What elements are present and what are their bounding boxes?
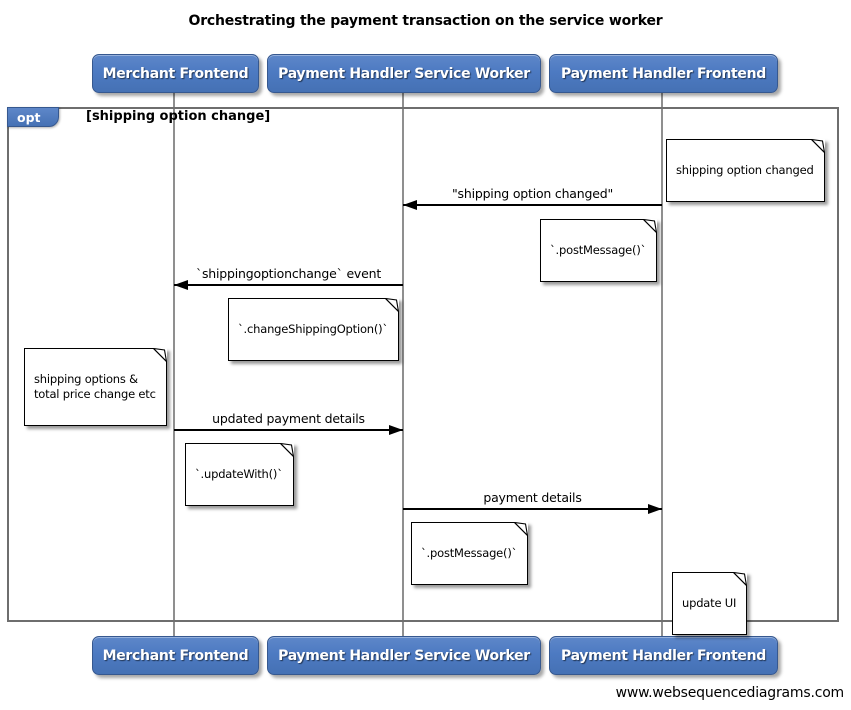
diagram-title: Orchestrating the payment transaction on… <box>188 13 663 29</box>
note-shipping-options-total-price: shipping options & total price change et… <box>24 347 168 427</box>
note-text: `.updateWith()` <box>195 466 283 481</box>
note-postmessage-2: `.postMessage()` <box>411 521 529 585</box>
actor-payment-handler-frontend-top: Payment Handler Frontend <box>549 54 778 93</box>
lifeline-merchant-frontend <box>173 91 175 636</box>
message-label: payment details <box>483 490 582 505</box>
opt-condition-label: [shipping option change] <box>86 109 271 124</box>
message-label: `shippingoptionchange` event <box>195 266 382 281</box>
arrowhead-left-icon <box>174 280 188 290</box>
arrowhead-right-icon <box>648 504 662 514</box>
arrowhead-left-icon <box>403 200 417 210</box>
note-text: update UI <box>682 595 737 610</box>
message-label: updated payment details <box>212 411 365 426</box>
note-update-ui: update UI <box>672 571 748 635</box>
note-postmessage-1: `.postMessage()` <box>540 218 658 282</box>
note-fold-icon <box>809 138 825 155</box>
arrowhead-right-icon <box>389 425 403 435</box>
note-fold-icon <box>278 442 295 459</box>
note-text: shipping option changed <box>676 162 814 177</box>
message-label: "shipping option changed" <box>451 186 614 201</box>
message-updated-payment-details: updated payment details <box>174 411 403 435</box>
note-fold-icon <box>513 521 529 538</box>
actor-payment-handler-service-worker-bottom: Payment Handler Service Worker <box>267 636 541 675</box>
lifeline-payment-handler-service-worker <box>402 91 404 636</box>
note-text: `.postMessage()` <box>550 242 647 257</box>
lifeline-payment-handler-frontend <box>661 91 663 636</box>
note-shipping-option-changed: shipping option changed <box>666 138 825 202</box>
note-changeshippingoption: `.changeShippingOption()` <box>228 297 400 361</box>
message-shipping-option-changed: "shipping option changed" <box>403 186 662 210</box>
watermark: www.websequencediagrams.com <box>615 685 845 701</box>
actor-payment-handler-frontend-bottom: Payment Handler Frontend <box>549 636 778 675</box>
opt-fragment-frame <box>7 107 839 622</box>
note-fold-icon <box>383 297 400 314</box>
message-shippingoptionchange-event: `shippingoptionchange` event <box>174 266 403 290</box>
note-updatewith: `.updateWith()` <box>185 442 295 506</box>
note-fold-icon <box>732 571 748 588</box>
note-text: `.postMessage()` <box>421 545 518 560</box>
actor-merchant-frontend-top: Merchant Frontend <box>92 54 259 93</box>
actor-payment-handler-service-worker-top: Payment Handler Service Worker <box>267 54 541 93</box>
message-payment-details: payment details <box>403 490 662 514</box>
note-text: shipping options & total price change et… <box>34 371 156 402</box>
actor-merchant-frontend-bottom: Merchant Frontend <box>92 636 259 675</box>
note-fold-icon <box>642 218 658 235</box>
note-text: `.changeShippingOption()` <box>238 321 388 336</box>
opt-operator-tab: opt <box>7 107 59 127</box>
note-fold-icon <box>151 347 168 364</box>
